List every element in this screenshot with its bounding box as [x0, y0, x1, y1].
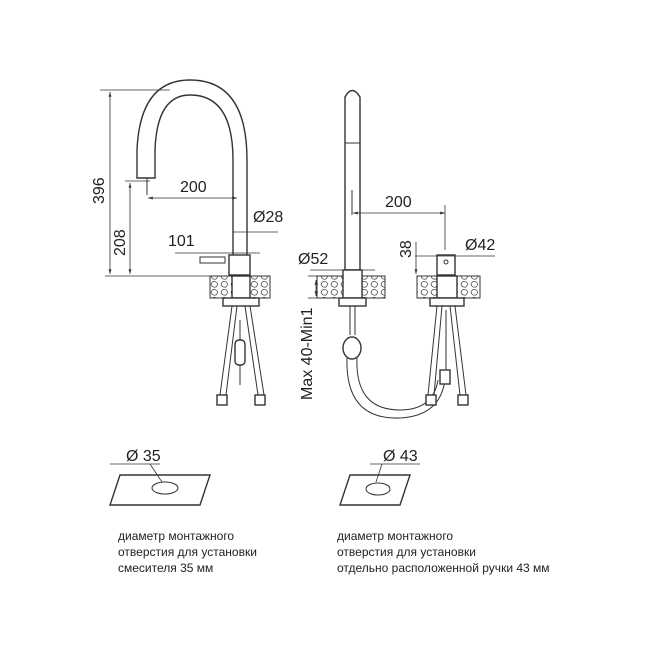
- right-faucet: 200 38 Ø42 Ø52 Max 40-Min1: [298, 89, 495, 419]
- hole-label-43: Ø 43: [383, 448, 418, 465]
- dim-diameter-42: Ø42: [465, 237, 495, 254]
- dim-101: 101: [168, 233, 195, 250]
- hole-detail-right: Ø 43 диаметр монтажного отверстия для ус…: [337, 448, 550, 575]
- hole-detail-left: Ø 35 диаметр монтажного отверстия для ус…: [109, 448, 257, 575]
- dim-208: 208: [112, 229, 129, 256]
- dim-200-left: 200: [180, 179, 207, 196]
- caption-right-line2: отверстия для установки: [337, 545, 476, 559]
- dim-diameter-28: Ø28: [253, 209, 283, 226]
- hole-label-35: Ø 35: [126, 448, 161, 465]
- dim-countertop-thickness: Max 40-Min1: [299, 307, 316, 400]
- caption-left-line2: отверстия для установки: [118, 545, 257, 559]
- dim-diameter-52: Ø52: [298, 251, 328, 268]
- caption-right-line1: диаметр монтажного: [337, 529, 453, 543]
- caption-left-line3: смесителя 35 мм: [118, 561, 213, 575]
- left-faucet: 396 208 200 Ø28 101: [91, 79, 283, 406]
- dim-200-right: 200: [385, 194, 412, 211]
- caption-left-line1: диаметр монтажного: [118, 529, 234, 543]
- dim-396: 396: [91, 177, 108, 204]
- dim-38: 38: [398, 240, 415, 258]
- caption-right-line3: отдельно расположенной ручки 43 мм: [337, 561, 550, 575]
